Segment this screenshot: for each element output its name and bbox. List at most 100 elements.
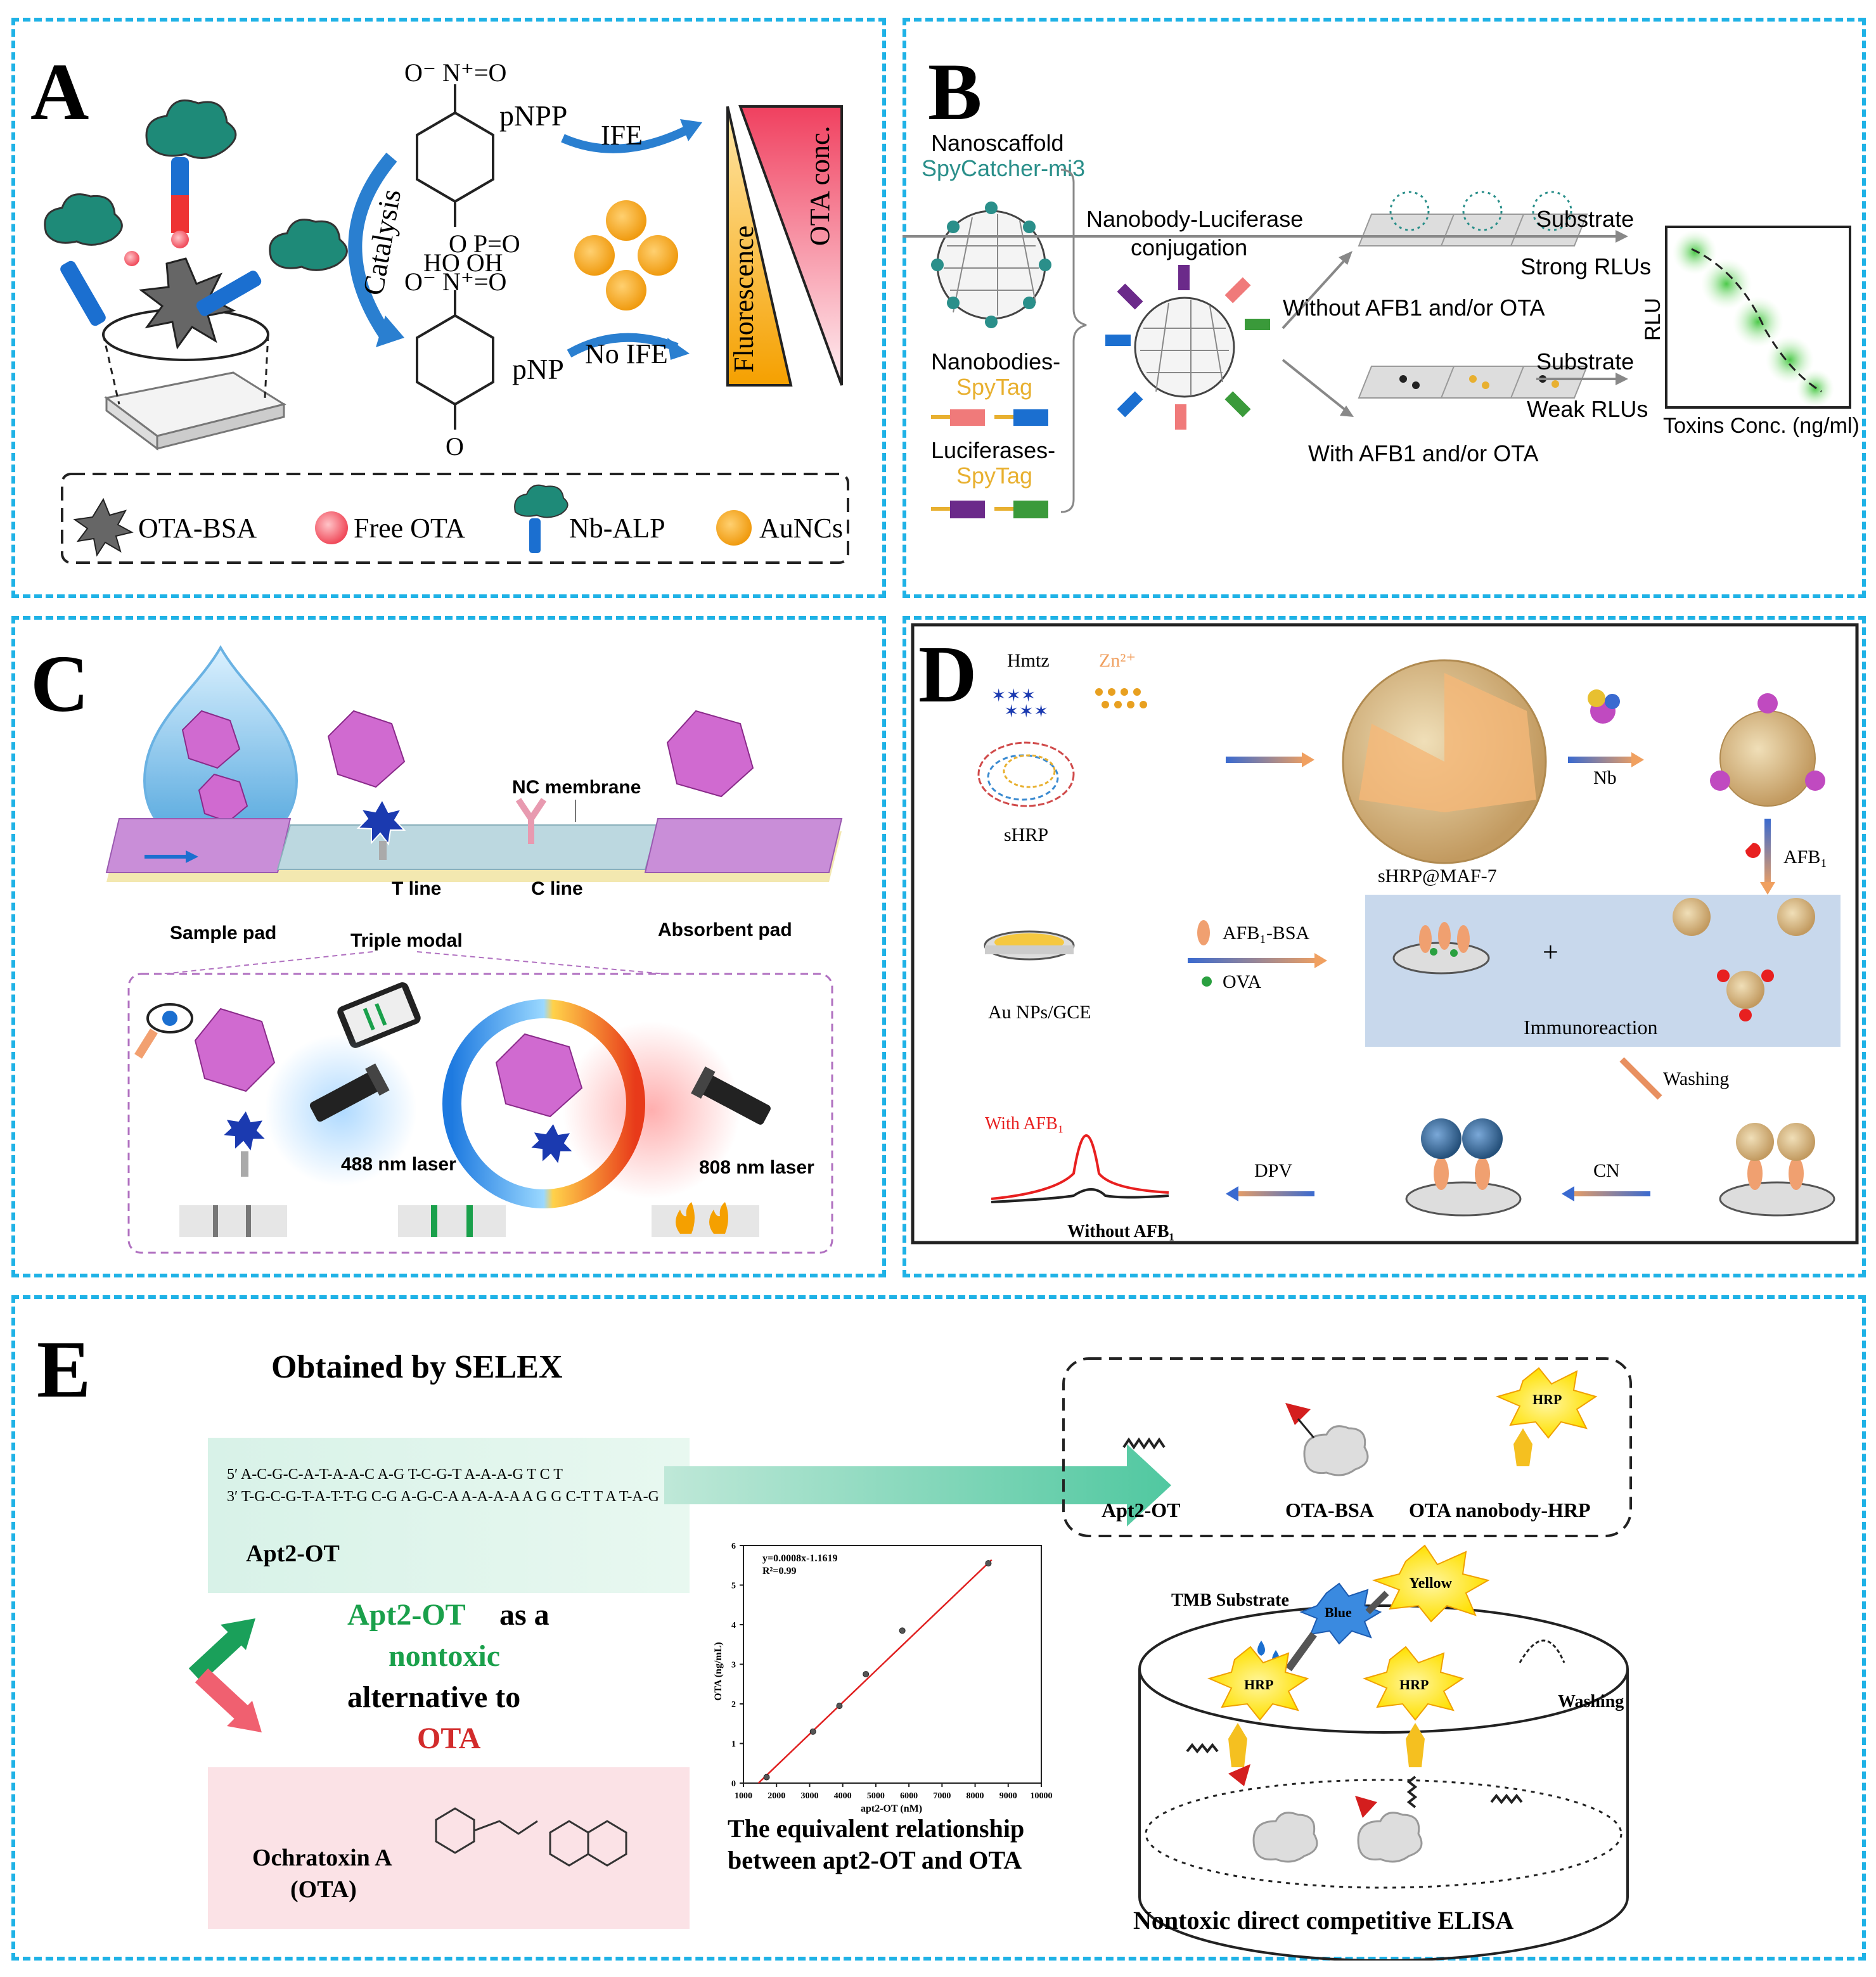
equiv-caption-1: The equivalent relationship xyxy=(728,1814,1024,1843)
svg-text:✶✶✶: ✶✶✶ xyxy=(1004,702,1048,722)
chart-equation: y=0.0008x-1.1619 xyxy=(762,1553,837,1564)
zn-label: Zn²⁺ xyxy=(1099,650,1136,671)
hmtz-label: Hmtz xyxy=(1007,650,1050,671)
elisa-well-bottom xyxy=(1145,1779,1622,1889)
legend-free-ota: Free OTA xyxy=(354,513,465,544)
toxins-axis-label: Toxins Conc. (ng/ml) xyxy=(1663,414,1860,438)
zn-dots-icon xyxy=(1095,688,1147,708)
final-electrode-icon xyxy=(1719,1123,1835,1217)
x-tick-label: 10000 xyxy=(1031,1791,1053,1801)
x-tick-label: 5000 xyxy=(867,1791,885,1801)
absorbent-pad-label: Absorbent pad xyxy=(658,919,792,940)
aptamer-seq-top: 5′ A-C-G-C-A-T-A-A-C A-G T-C-G-T A-A-A-G… xyxy=(227,1466,563,1483)
legend-aunc: AuNCs xyxy=(759,513,843,544)
cn-label: CN xyxy=(1593,1160,1620,1181)
arrow-synthesis-icon xyxy=(1226,757,1308,763)
y-tick-label: 2 xyxy=(731,1700,736,1710)
sample-pad xyxy=(105,818,292,873)
sample-pad-label: Sample pad xyxy=(170,923,276,944)
catalysis-arrow-icon xyxy=(348,152,397,339)
no-ife-label: No IFE xyxy=(585,338,668,369)
substrate-label-2: Substrate xyxy=(1536,349,1634,374)
chart-plot-area xyxy=(743,1545,1042,1784)
eye-icon xyxy=(134,1003,193,1059)
panel-a-letter: A xyxy=(30,47,89,137)
conjugate-cage-icon xyxy=(1105,265,1270,430)
panel-e-letter: E xyxy=(37,1324,91,1414)
mof-particle-icon-1 xyxy=(181,710,241,769)
ota-bsa-bottom-icon-2 xyxy=(1355,1796,1423,1863)
data-point xyxy=(899,1627,906,1634)
phosphate-oh: HO OH xyxy=(423,248,503,277)
equiv-caption-2: between apt2-OT and OTA xyxy=(728,1846,1022,1874)
x-tick-label: 3000 xyxy=(800,1791,818,1801)
precipitate-electrode-icon xyxy=(1405,1118,1522,1217)
fit-line xyxy=(757,1559,993,1784)
svg-text:✶✶✶: ✶✶✶ xyxy=(991,686,1036,706)
with-toxin-label: With AFB1 and/or OTA xyxy=(1308,440,1538,466)
afb1-bsa-icon xyxy=(1197,920,1210,945)
probe-sphere-icon-3 xyxy=(1726,971,1764,1009)
arrow-dpv-icon xyxy=(1232,1191,1314,1196)
elisa-title: Nontoxic direct competitive ELISA xyxy=(1133,1906,1513,1935)
data-point xyxy=(985,1560,992,1567)
ova-label: OVA xyxy=(1223,971,1261,992)
probe-sphere-icon-2 xyxy=(1777,898,1815,936)
panel-d-letter: D xyxy=(918,629,977,719)
mof-particle-icon-3 xyxy=(327,710,406,788)
t-line-label: T line xyxy=(392,878,441,899)
x-tick-label: 7000 xyxy=(933,1791,951,1801)
ota-molecule-icon xyxy=(435,1807,627,1867)
ota-icon-1 xyxy=(1228,1764,1250,1786)
washing-label-d: Washing xyxy=(1663,1068,1729,1089)
panel-c xyxy=(11,616,886,1277)
conjugation-label-2: conjugation xyxy=(1131,234,1247,260)
nb-label: Nb xyxy=(1593,767,1617,788)
nanoscaffold-label: Nanoscaffold xyxy=(931,130,1063,156)
no-ife-arrow-icon xyxy=(567,333,679,358)
aptamer-box xyxy=(208,1438,690,1593)
c-line-label: C line xyxy=(531,878,583,899)
selex-big-arrow-icon xyxy=(664,1444,1171,1526)
readout-strip-visual xyxy=(179,1205,287,1237)
ife-arrow-icon xyxy=(561,124,692,153)
nc-membrane-strip xyxy=(276,824,659,870)
ova-icon xyxy=(1202,976,1212,987)
luciferase-spytag-icon xyxy=(931,501,1048,518)
fluorescence-label: Fluorescence xyxy=(728,226,759,373)
probe-sphere-icon-1 xyxy=(1673,898,1711,936)
x-tick-label: 4000 xyxy=(834,1791,852,1801)
pnpp-molecule xyxy=(416,84,494,430)
ochratoxin-label: Ochratoxin A xyxy=(252,1845,392,1871)
arrow-to-blue xyxy=(1285,1632,1317,1672)
y-tick-label: 5 xyxy=(731,1582,736,1591)
readout-strip-thermal xyxy=(652,1205,759,1237)
legend-nb-alp: Nb-ALP xyxy=(569,513,665,544)
carbonyl-o: O xyxy=(446,432,464,461)
alt-nontoxic: nontoxic xyxy=(389,1639,500,1673)
nanobody-icon-2 xyxy=(1406,1723,1425,1767)
shrp-protein-icon xyxy=(977,741,1075,807)
hrp-label-1: HRP xyxy=(1244,1677,1273,1692)
triple-modal-label: Triple modal xyxy=(350,930,463,951)
yellow-burst-icon xyxy=(1372,1544,1490,1623)
panel-d-graphic: D Hmtz ✶✶✶✶✶✶ Zn²⁺ sHRP sHRP@MAF-7 Nb AF… xyxy=(911,623,1859,1244)
hrp-burst-icon-2 xyxy=(1363,1646,1465,1721)
nb-alp-legend-icon xyxy=(514,484,569,553)
nc-membrane-label: NC membrane xyxy=(512,777,641,798)
blue-burst-icon xyxy=(1299,1582,1382,1645)
elisa-legend-box xyxy=(1062,1357,1632,1537)
immunoreaction-label: Immunoreaction xyxy=(1524,1016,1657,1039)
aptamer-spring-icon-2 xyxy=(1406,1775,1418,1808)
ota-bsa-star-icon xyxy=(139,257,236,350)
x-tick-label: 9000 xyxy=(999,1791,1017,1801)
chart-marks xyxy=(757,1559,993,1784)
panel-c-graphic: C T line C line NC membrane Sample pad T… xyxy=(30,639,843,1254)
legend-apt2ot: Apt2-OT xyxy=(1102,1499,1180,1521)
star-reporter-icon-2 xyxy=(528,1121,575,1167)
dpv-label: DPV xyxy=(1254,1160,1292,1181)
pnp-label: pNP xyxy=(512,353,564,385)
nanobodies-label: Nanobodies- xyxy=(931,349,1060,374)
chart-xlabel: apt2-OT (nM) xyxy=(861,1803,922,1814)
